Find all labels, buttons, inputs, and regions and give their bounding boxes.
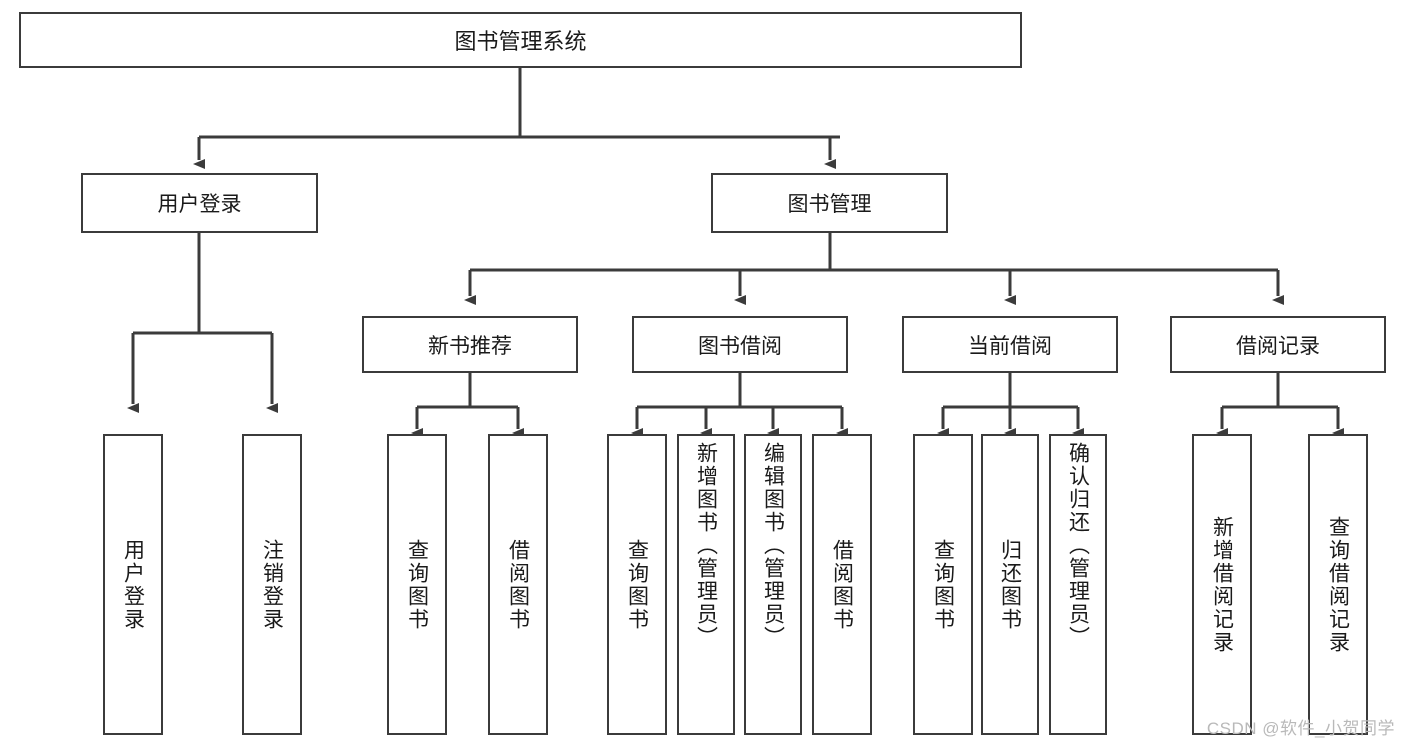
node-label: 借阅记录 [1236,334,1320,358]
node-label: 查询图书 [625,538,649,631]
leaf-query-borrow-record[interactable]: 查询借阅记录 [1308,434,1368,735]
leaf-edit-book-admin[interactable]: 编辑图书（管理员） [744,434,802,735]
node-label: 新增图书（管理员） [694,442,718,649]
leaf-add-book-admin[interactable]: 新增图书（管理员） [677,434,735,735]
node-label: 查询图书 [405,538,429,631]
node-label: 查询图书 [931,538,955,631]
node-borrow-record[interactable]: 借阅记录 [1170,316,1386,373]
leaf-query-book-recommend[interactable]: 查询图书 [387,434,447,735]
node-label: 编辑图书（管理员） [761,442,785,649]
node-label: 图书管理 [787,193,872,216]
leaf-borrow-book-recommend[interactable]: 借阅图书 [488,434,548,735]
leaf-borrow-book-borrow[interactable]: 借阅图书 [812,434,872,735]
node-label: 查询借阅记录 [1326,515,1350,654]
node-book-management[interactable]: 图书管理 [711,173,948,233]
node-root-book-management-system[interactable]: 图书管理系统 [19,12,1022,68]
node-label: 确认归还（管理员） [1066,442,1090,649]
node-label: 注销登录 [260,538,284,631]
node-label: 用户登录 [121,538,145,631]
node-label: 归还图书 [998,538,1022,631]
leaf-user-login[interactable]: 用户登录 [103,434,163,735]
node-label: 当前借阅 [968,334,1052,358]
node-new-book-recommend[interactable]: 新书推荐 [362,316,578,373]
leaf-logout-login[interactable]: 注销登录 [242,434,302,735]
node-label: 新书推荐 [428,334,512,358]
node-label: 用户登录 [157,193,242,216]
node-label: 借阅图书 [830,538,854,631]
node-label: 新增借阅记录 [1210,515,1234,654]
leaf-query-book-current[interactable]: 查询图书 [913,434,973,735]
leaf-return-book[interactable]: 归还图书 [981,434,1039,735]
leaf-query-book-borrow[interactable]: 查询图书 [607,434,667,735]
node-user-login[interactable]: 用户登录 [81,173,318,233]
node-current-borrow[interactable]: 当前借阅 [902,316,1118,373]
leaf-add-borrow-record[interactable]: 新增借阅记录 [1192,434,1252,735]
watermark: CSDN @软件_小贺同学 [1206,719,1395,738]
node-label: 图书管理系统 [454,29,587,54]
node-book-borrow[interactable]: 图书借阅 [632,316,848,373]
node-label: 借阅图书 [506,538,530,631]
node-label: 图书借阅 [698,334,782,358]
leaf-confirm-return-admin[interactable]: 确认归还（管理员） [1049,434,1107,735]
